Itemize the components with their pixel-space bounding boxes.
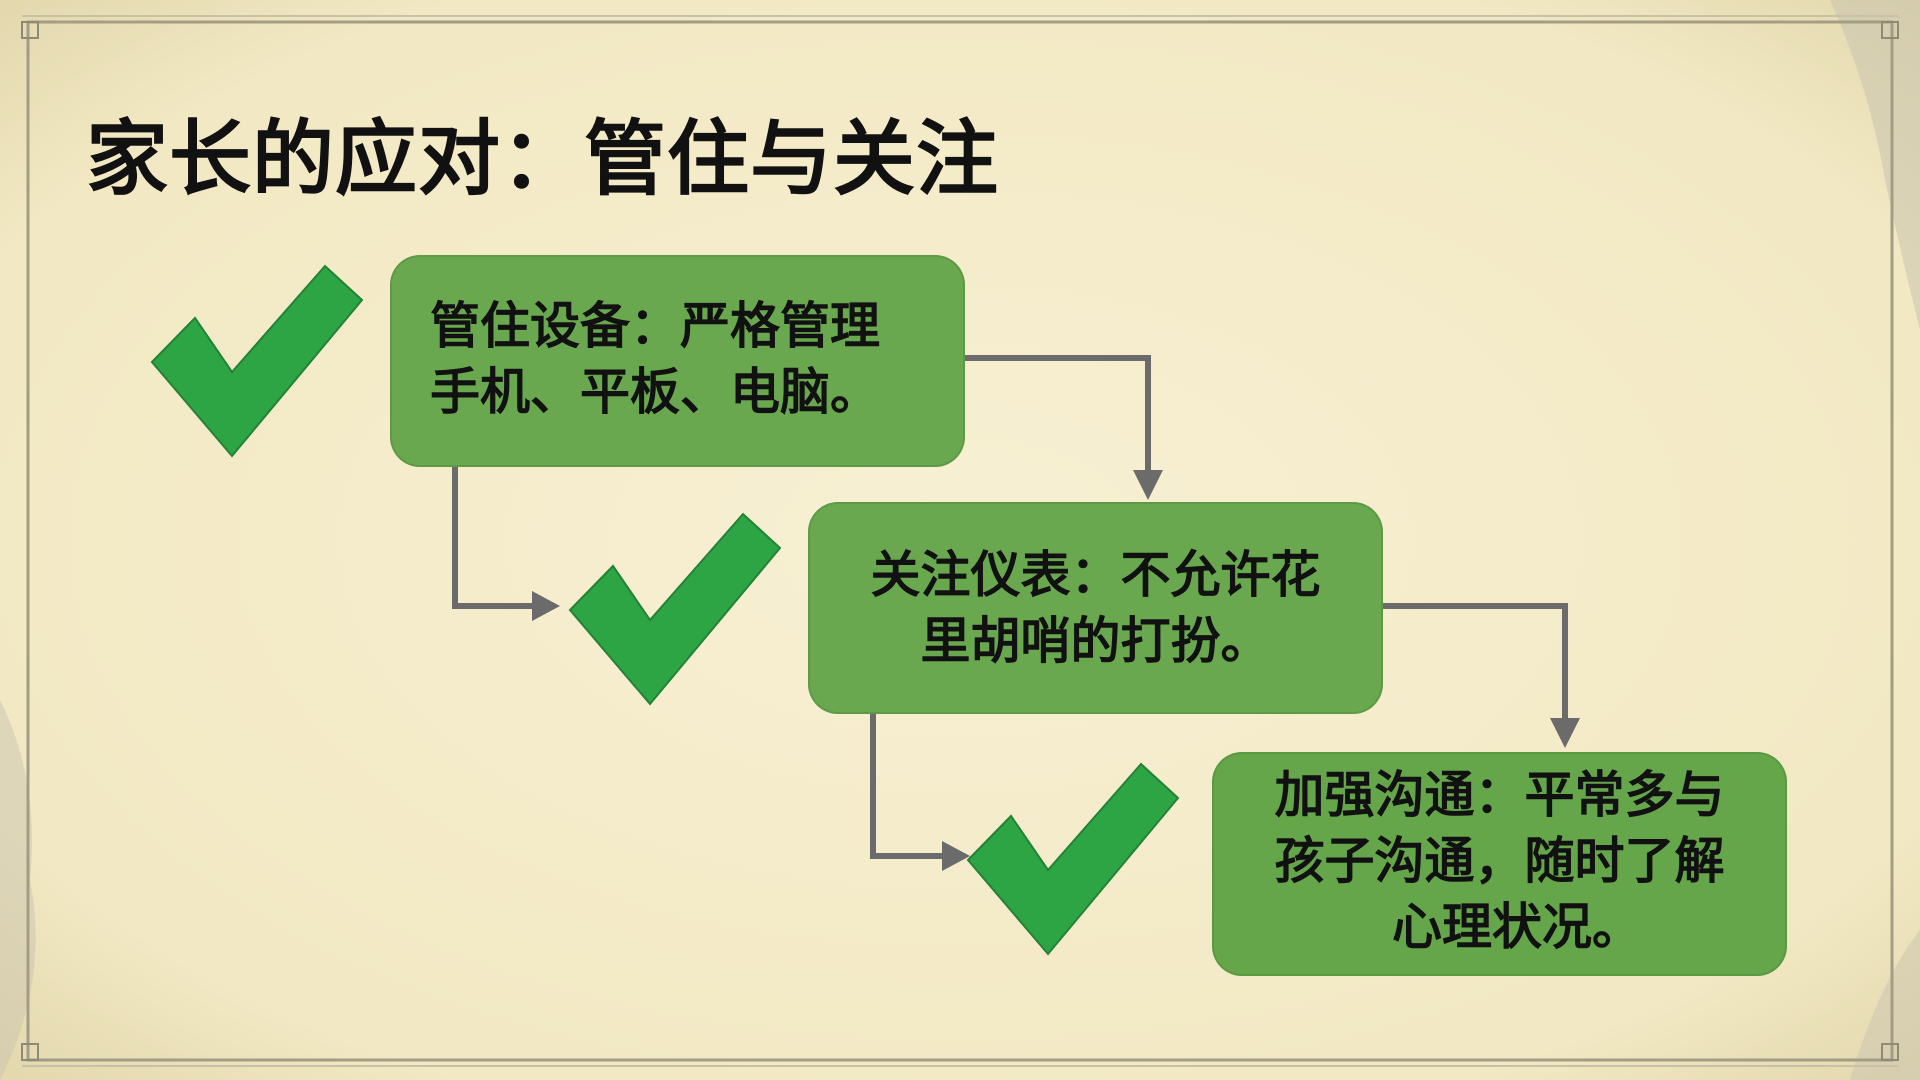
- step-line: 手机、平板、电脑。: [430, 363, 880, 421]
- step-line: 孩子沟通，随时了解: [1274, 832, 1725, 890]
- ornament-tl: [21, 21, 39, 39]
- step-line: 心理状况。: [1392, 898, 1642, 956]
- step-text: 关注仪表：不允许花 里胡哨的打扮。: [808, 542, 1383, 674]
- frame-border: [26, 20, 1894, 1062]
- step-text: 管住设备：严格管理 手机、平板、电脑。: [430, 293, 880, 425]
- step-line: 管住设备：严格管理: [430, 297, 880, 355]
- ornament-tr: [1881, 21, 1899, 39]
- step-box-appearance: 关注仪表：不允许花 里胡哨的打扮。: [808, 502, 1383, 714]
- step-line: 里胡哨的打扮。: [920, 612, 1271, 670]
- step-box-communication: 加强沟通：平常多与 孩子沟通，随时了解 心理状况。: [1212, 752, 1787, 976]
- corner-stain-top-right: [1830, 0, 1920, 330]
- step-box-manage-devices: 管住设备：严格管理 手机、平板、电脑。: [390, 255, 965, 467]
- page-title: 家长的应对：管住与关注: [86, 112, 1000, 207]
- step-text: 加强沟通：平常多与 孩子沟通，随时了解 心理状况。: [1212, 762, 1787, 960]
- step-line: 关注仪表：不允许花: [870, 546, 1321, 604]
- step-line: 加强沟通：平常多与: [1274, 766, 1725, 824]
- ornament-bl: [21, 1043, 39, 1061]
- corner-stain-bottom-right: [1850, 930, 1920, 1080]
- ornament-br: [1881, 1043, 1899, 1061]
